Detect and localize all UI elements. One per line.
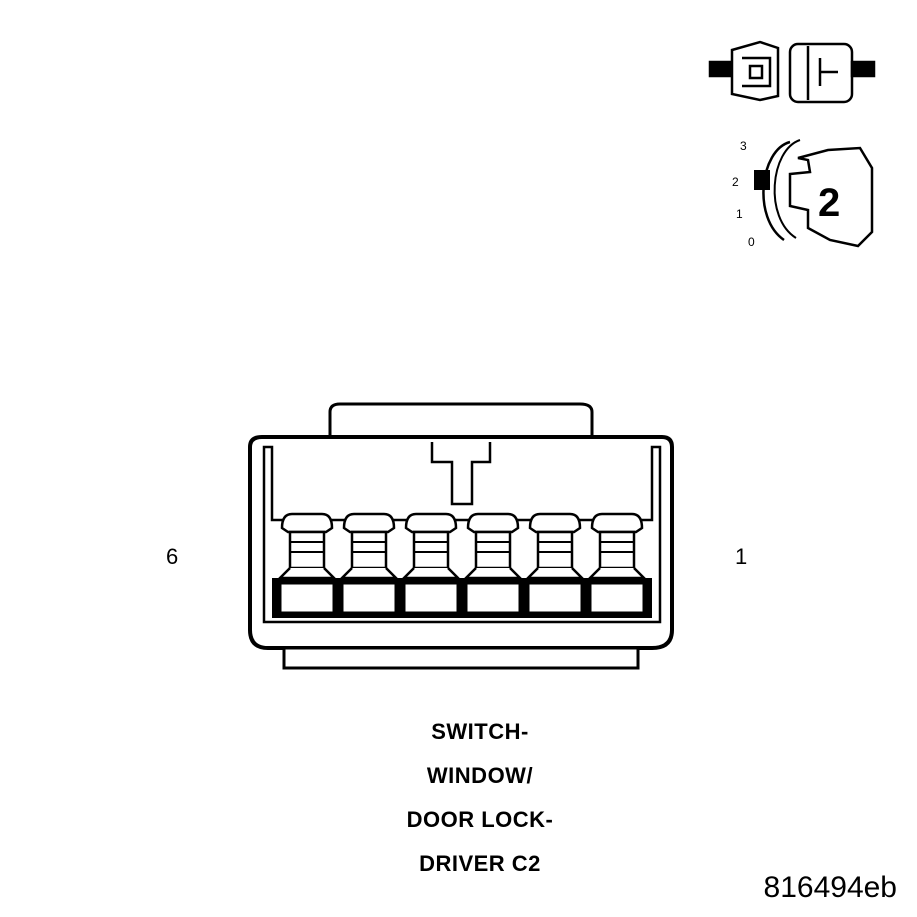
position-scale-0: 0 xyxy=(748,235,755,249)
connector-mating-icon xyxy=(708,40,876,104)
connector-caption: SWITCH- WINDOW/ DOOR LOCK- DRIVER C2 xyxy=(330,710,630,886)
terminal-cavity xyxy=(338,512,400,612)
caption-line: DOOR LOCK- xyxy=(406,807,554,832)
terminal-cavity xyxy=(276,512,338,612)
figure-id: 816494eb xyxy=(763,871,897,904)
terminal-cavities xyxy=(276,512,648,612)
terminal-cavity xyxy=(462,512,524,612)
pin-label-left: 6 xyxy=(166,544,178,569)
terminal-cavity xyxy=(586,512,648,612)
pin-label-right: 1 xyxy=(735,544,747,569)
caption-line: WINDOW/ xyxy=(426,763,534,788)
position-scale-2: 2 xyxy=(732,175,739,189)
position-indicator-icon: 3 2 1 0 2 xyxy=(732,139,874,249)
caption-line: DRIVER C2 xyxy=(419,851,541,876)
terminal-cavity xyxy=(400,512,462,612)
position-scale-3: 3 xyxy=(740,139,747,153)
caption-line: SWITCH- xyxy=(431,719,529,744)
terminal-cavity xyxy=(524,512,586,612)
position-current-number: 2 xyxy=(818,181,840,225)
position-scale-1: 1 xyxy=(736,207,743,221)
